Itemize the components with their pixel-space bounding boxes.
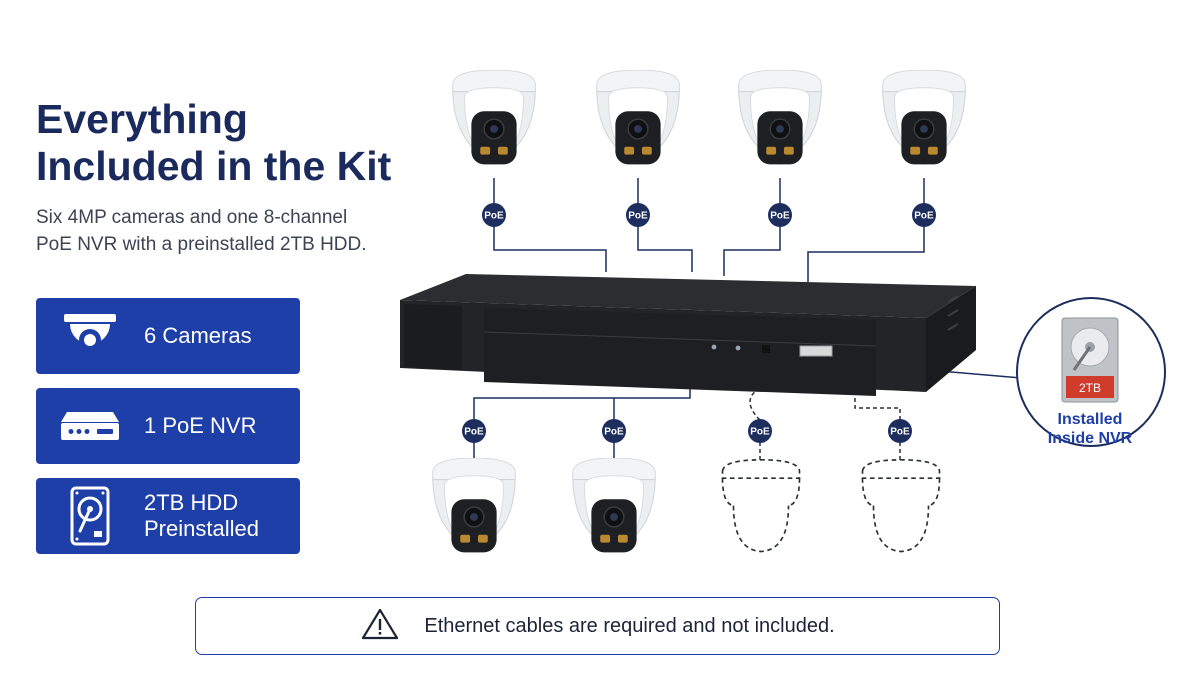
camera-4 (881, 70, 967, 166)
warning-triangle-icon (360, 607, 400, 646)
camera-1 (451, 70, 537, 166)
hdd-red-label (1066, 376, 1114, 398)
dome-camera-icon (36, 298, 144, 374)
poe-badge: PoE (748, 419, 772, 443)
hdd-drive-label: 2TB (1079, 381, 1101, 395)
poe-badge: PoE (602, 419, 626, 443)
ethernet-notice-text: Ethernet cables are required and not inc… (424, 614, 835, 637)
subtitle-line-2: PoE NVR with a preinstalled 2TB HDD. (36, 234, 367, 255)
poe-badge-circle (888, 419, 912, 443)
nvr-device (400, 274, 976, 396)
nvr-recorder-icon (36, 388, 144, 464)
poe-badge-label: PoE (770, 211, 790, 222)
poe-badge-circle (748, 419, 772, 443)
card-hdd-label-line-1: 2TB HDD (144, 490, 239, 515)
ethernet-notice: Ethernet cables are required and not inc… (195, 597, 1000, 655)
camera-5 (431, 458, 517, 554)
top-cable-lines (493, 178, 925, 282)
poe-badge-circle (912, 203, 936, 227)
poe-badge-circle (482, 203, 506, 227)
poe-badge-label: PoE (750, 427, 770, 438)
card-nvr-label: 1 PoE NVR (144, 413, 257, 438)
camera-3 (737, 70, 823, 166)
camera-slot-empty-2 (861, 458, 941, 553)
poe-badge-circle (462, 419, 486, 443)
poe-badges: PoE PoE PoE PoE PoE PoE PoE PoE (462, 203, 936, 443)
bottom-cable-lines (473, 384, 691, 462)
title-line-1: Everything (36, 96, 248, 142)
poe-badge-label: PoE (914, 211, 934, 222)
feature-card-hdd: 2TB HDD Preinstalled (36, 478, 300, 554)
card-cameras-label: 6 Cameras (144, 323, 252, 348)
hard-drive-icon (36, 478, 144, 554)
card-hdd-label-line-2: Preinstalled (144, 516, 259, 541)
feature-card-cameras: 6 Cameras (36, 298, 300, 374)
hdd-caption-line-2: Inside NVR (1047, 430, 1133, 447)
feature-card-nvr: 1 PoE NVR (36, 388, 300, 464)
poe-badge-label: PoE (484, 211, 504, 222)
subtitle-line-1: Six 4MP cameras and one 8-channel (36, 207, 348, 228)
poe-badge: PoE (888, 419, 912, 443)
poe-badge-label: PoE (464, 427, 484, 438)
title-line-2: Included in the Kit (36, 143, 392, 189)
poe-badge: PoE (768, 203, 792, 227)
optional-cable-lines (749, 387, 901, 462)
poe-badge-circle (626, 203, 650, 227)
camera-2 (595, 70, 681, 166)
camera-slot-empty-1 (721, 458, 801, 553)
poe-badge-circle (768, 203, 792, 227)
poe-badge: PoE (462, 419, 486, 443)
poe-badge: PoE (482, 203, 506, 227)
hdd-callout: 2TB (1016, 297, 1166, 447)
poe-badge-label: PoE (604, 427, 624, 438)
poe-badge: PoE (626, 203, 650, 227)
poe-badge-label: PoE (890, 427, 910, 438)
poe-badge-circle (602, 419, 626, 443)
hdd-caption-line-1: Installed (1057, 411, 1123, 428)
page-subtitle: Six 4MP cameras and one 8-channel PoE NV… (36, 204, 416, 258)
hdd-caption: Installed Inside NVR (1040, 410, 1140, 448)
poe-badge: PoE (912, 203, 936, 227)
camera-6 (571, 458, 657, 554)
poe-badge-label: PoE (628, 211, 648, 222)
page-title: Everything Included in the Kit (36, 96, 436, 190)
